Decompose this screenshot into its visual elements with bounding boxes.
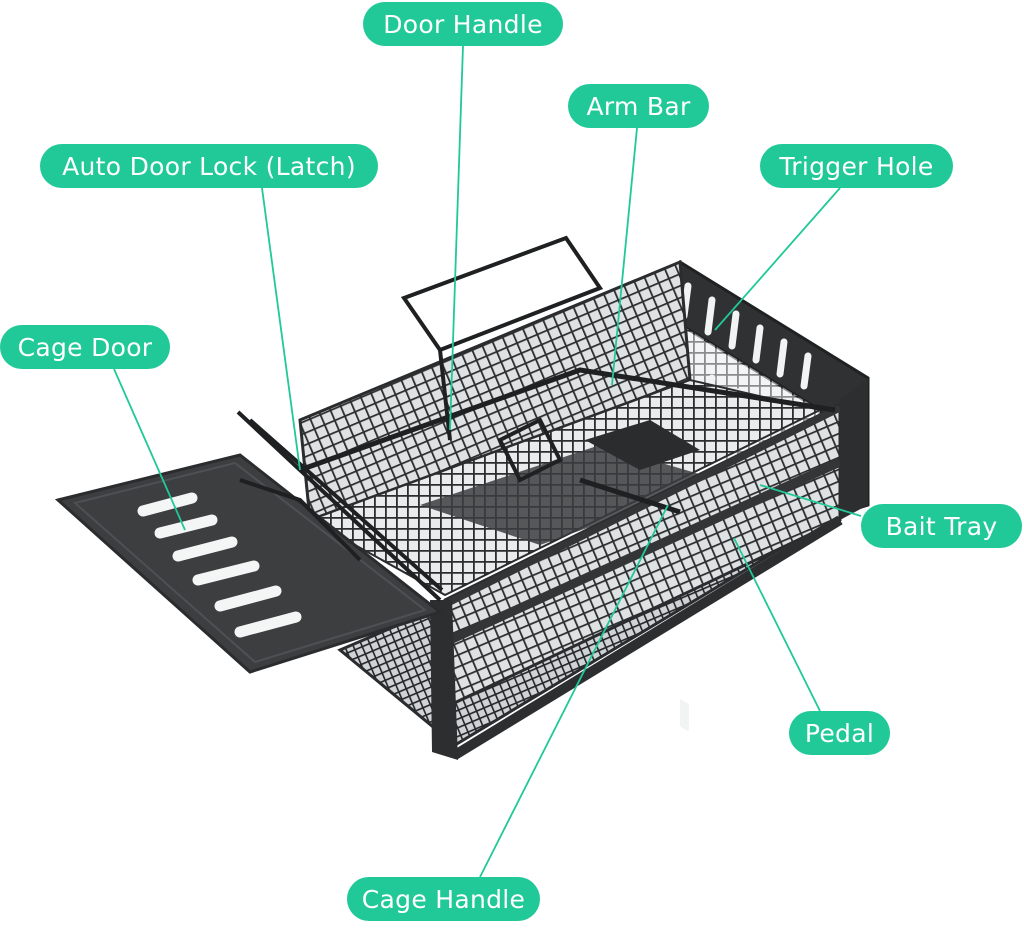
label-arm-bar: Arm Bar (568, 84, 709, 128)
arm-bar (299, 367, 836, 515)
label-cage-door: Cage Door (0, 325, 170, 369)
label-pedal: Pedal (789, 711, 890, 755)
label-trigger-hole: Trigger Hole (760, 144, 953, 188)
door-handle (400, 235, 604, 441)
cage-door (54, 453, 444, 674)
pedal-plate (420, 420, 720, 545)
label-auto-door-lock: Auto Door Lock (Latch) (40, 144, 378, 188)
cage-front-frame (430, 378, 868, 760)
label-door-handle: Door Handle (363, 2, 563, 46)
trigger-slots (680, 699, 689, 732)
label-bait-tray: Bait Tray (861, 504, 1022, 548)
leader-lines (113, 45, 862, 878)
label-cage-handle: Cage Handle (347, 877, 540, 921)
